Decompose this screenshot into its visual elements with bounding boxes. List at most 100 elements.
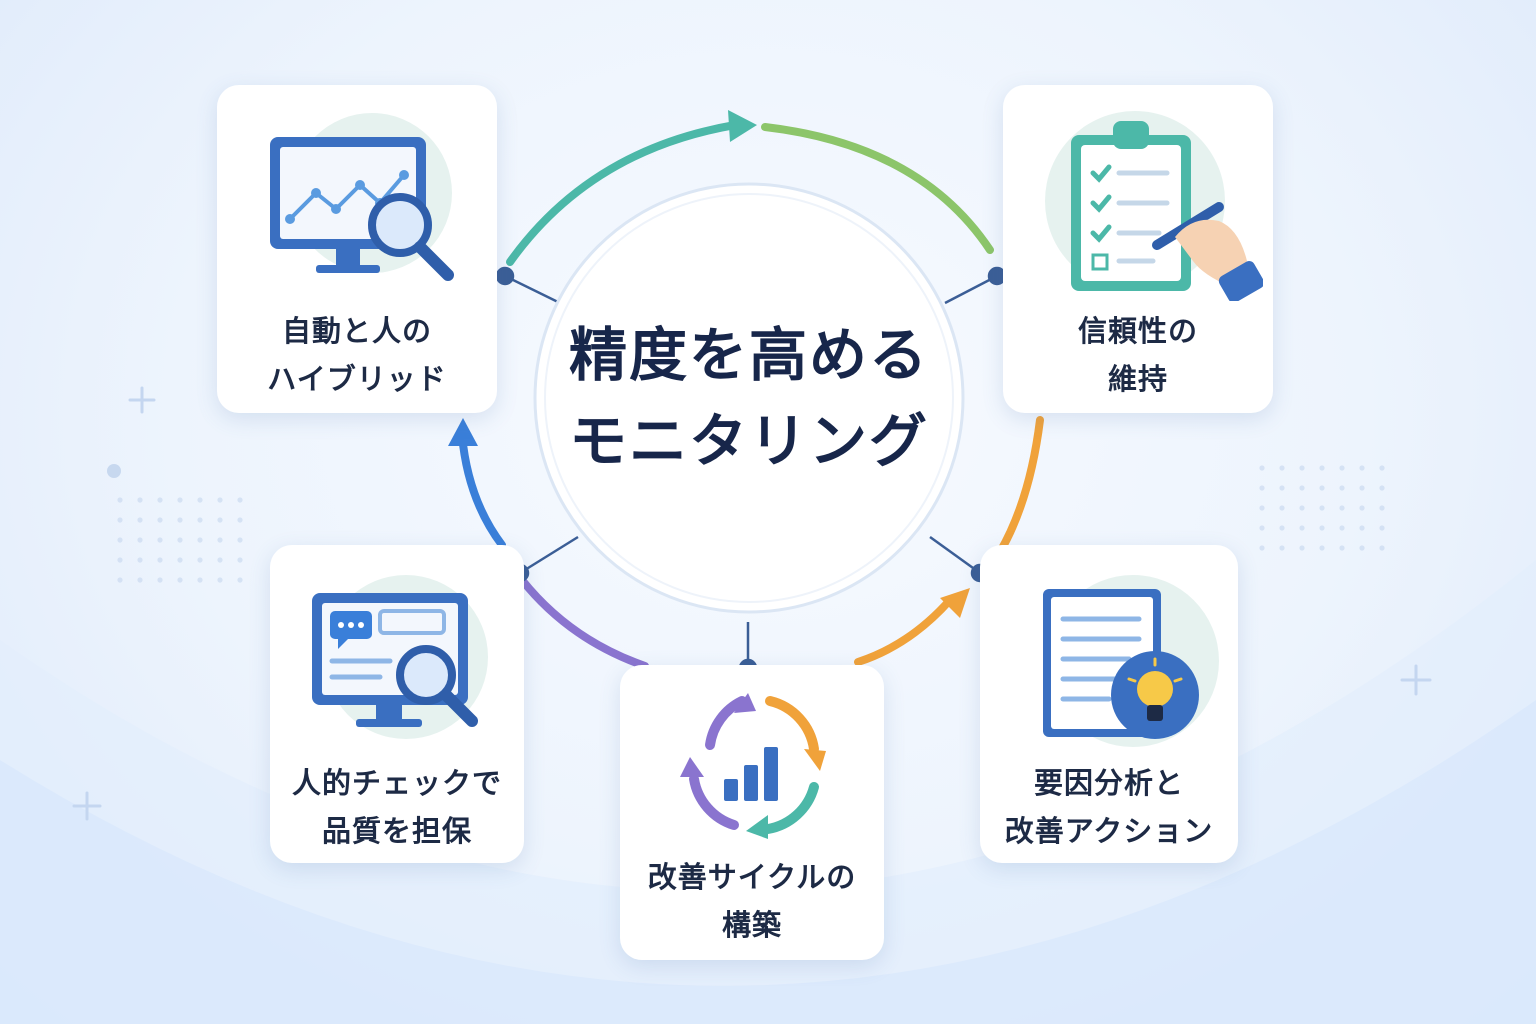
- arc-orange-right: [996, 416, 1044, 556]
- node-human-check-label: 人的チェックで 品質を担保: [291, 766, 502, 848]
- decor-dot: [217, 517, 223, 523]
- decor-dot: [1279, 485, 1285, 491]
- decor-dot: [1279, 545, 1285, 551]
- decor-dot: [1319, 545, 1325, 551]
- decor-dot: [217, 557, 223, 563]
- decor-dot: [137, 557, 143, 563]
- monitor-chart-magnifier-icon: [270, 113, 454, 281]
- decor-dot: [157, 557, 163, 563]
- arrowhead-teal: [728, 110, 757, 142]
- arc-purple: [518, 576, 649, 670]
- decor-dot: [237, 517, 243, 523]
- decor-dot: [1279, 465, 1285, 471]
- arc-orange-bottom: [854, 596, 954, 666]
- decor-dot: [1299, 545, 1305, 551]
- cycle-bar-chart-icon: [680, 693, 826, 839]
- decor-dot: [197, 497, 203, 503]
- decor-dot: [1299, 505, 1305, 511]
- decor-dot: [1339, 545, 1345, 551]
- node-cycle-label: 改善サイクルの 構築: [647, 860, 857, 942]
- arc-teal: [506, 121, 739, 266]
- decor-dot: [237, 577, 243, 583]
- decor-dot: [137, 497, 143, 503]
- node-reliability-label: 信頼性の 維持: [1077, 314, 1198, 396]
- decor-dot: [157, 497, 163, 503]
- center-title-line2: モニタリング: [568, 407, 929, 475]
- decor-dot: [237, 497, 243, 503]
- decor-dot: [177, 577, 183, 583]
- decor-dot: [1339, 465, 1345, 471]
- decor-dot: [1339, 525, 1345, 531]
- decor-dot: [1259, 485, 1265, 491]
- node-cycle: 改善サイクルの 構築: [620, 665, 884, 960]
- center-title-line1: 精度を高める: [568, 321, 929, 389]
- monitor-chat-magnifier-icon: [312, 575, 488, 739]
- decor-dot: [237, 557, 243, 563]
- decor-dot: [1359, 465, 1365, 471]
- decor-dot: [1339, 485, 1345, 491]
- decor-dot: [1259, 525, 1265, 531]
- decor-dot: [1359, 505, 1365, 511]
- decor-dot: [217, 577, 223, 583]
- decor-dot: [217, 537, 223, 543]
- decor-dot: [177, 517, 183, 523]
- node-root-cause-label: 要因分析と 改善アクション: [1004, 766, 1214, 848]
- decor-dot: [1259, 545, 1265, 551]
- decor-dot: [137, 517, 143, 523]
- arc-green: [761, 123, 994, 254]
- decor-dot: [117, 517, 123, 523]
- decor-dot: [217, 497, 223, 503]
- node-hybrid-label: 自動と人の ハイブリッド: [267, 314, 447, 396]
- document-lightbulb-icon: [1043, 575, 1219, 747]
- node-root-cause: 要因分析と 改善アクション: [980, 545, 1238, 863]
- decor-dot: [197, 537, 203, 543]
- decor-dot: [1319, 485, 1325, 491]
- clipboard-checklist-pen-icon: [1045, 111, 1263, 301]
- decor-dot: [1379, 545, 1385, 551]
- decor-dot: [157, 517, 163, 523]
- decor-dot: [1319, 505, 1325, 511]
- decor-dot: [1379, 505, 1385, 511]
- decor-dot: [1359, 545, 1365, 551]
- decor-dot: [197, 557, 203, 563]
- decor-dot: [1259, 465, 1265, 471]
- decor-dot: [1299, 525, 1305, 531]
- decor-dot: [1359, 525, 1365, 531]
- decor-dot: [157, 537, 163, 543]
- decor-dot: [1319, 465, 1325, 471]
- decor-dot: [1299, 485, 1305, 491]
- decor-dot: [1279, 505, 1285, 511]
- decor-dot: [117, 557, 123, 563]
- decor-dot: [1319, 525, 1325, 531]
- decor-dot: [197, 517, 203, 523]
- decor-dot: [137, 537, 143, 543]
- node-human-check: 人的チェックで 品質を担保: [270, 545, 524, 863]
- decor-dot: [1379, 485, 1385, 491]
- decor-dot: [1339, 505, 1345, 511]
- arrowhead-orange: [940, 588, 970, 618]
- decor-dot: [177, 497, 183, 503]
- decor-dot: [157, 577, 163, 583]
- decor-dot: [197, 577, 203, 583]
- decor-dot: [1379, 525, 1385, 531]
- arrowhead-blue: [448, 418, 478, 446]
- center-title: 精度を高める モニタリング: [543, 192, 955, 604]
- plus-sparkle-icon: [72, 386, 1432, 821]
- decor-dot: [1299, 465, 1305, 471]
- decor-dot: [137, 577, 143, 583]
- decor-dot: [1259, 505, 1265, 511]
- decor-dot: [237, 537, 243, 543]
- decor-dot: [117, 537, 123, 543]
- decor-dot: [1279, 525, 1285, 531]
- decor-dot: [117, 497, 123, 503]
- node-reliability: 信頼性の 維持: [1003, 85, 1273, 413]
- decor-dot: [1379, 465, 1385, 471]
- arc-blue: [458, 431, 506, 549]
- node-hybrid: 自動と人の ハイブリッド: [217, 85, 497, 413]
- decor-dot: [1359, 485, 1365, 491]
- decor-dot: [177, 537, 183, 543]
- decor-dot: [117, 577, 123, 583]
- decor-dot: [177, 557, 183, 563]
